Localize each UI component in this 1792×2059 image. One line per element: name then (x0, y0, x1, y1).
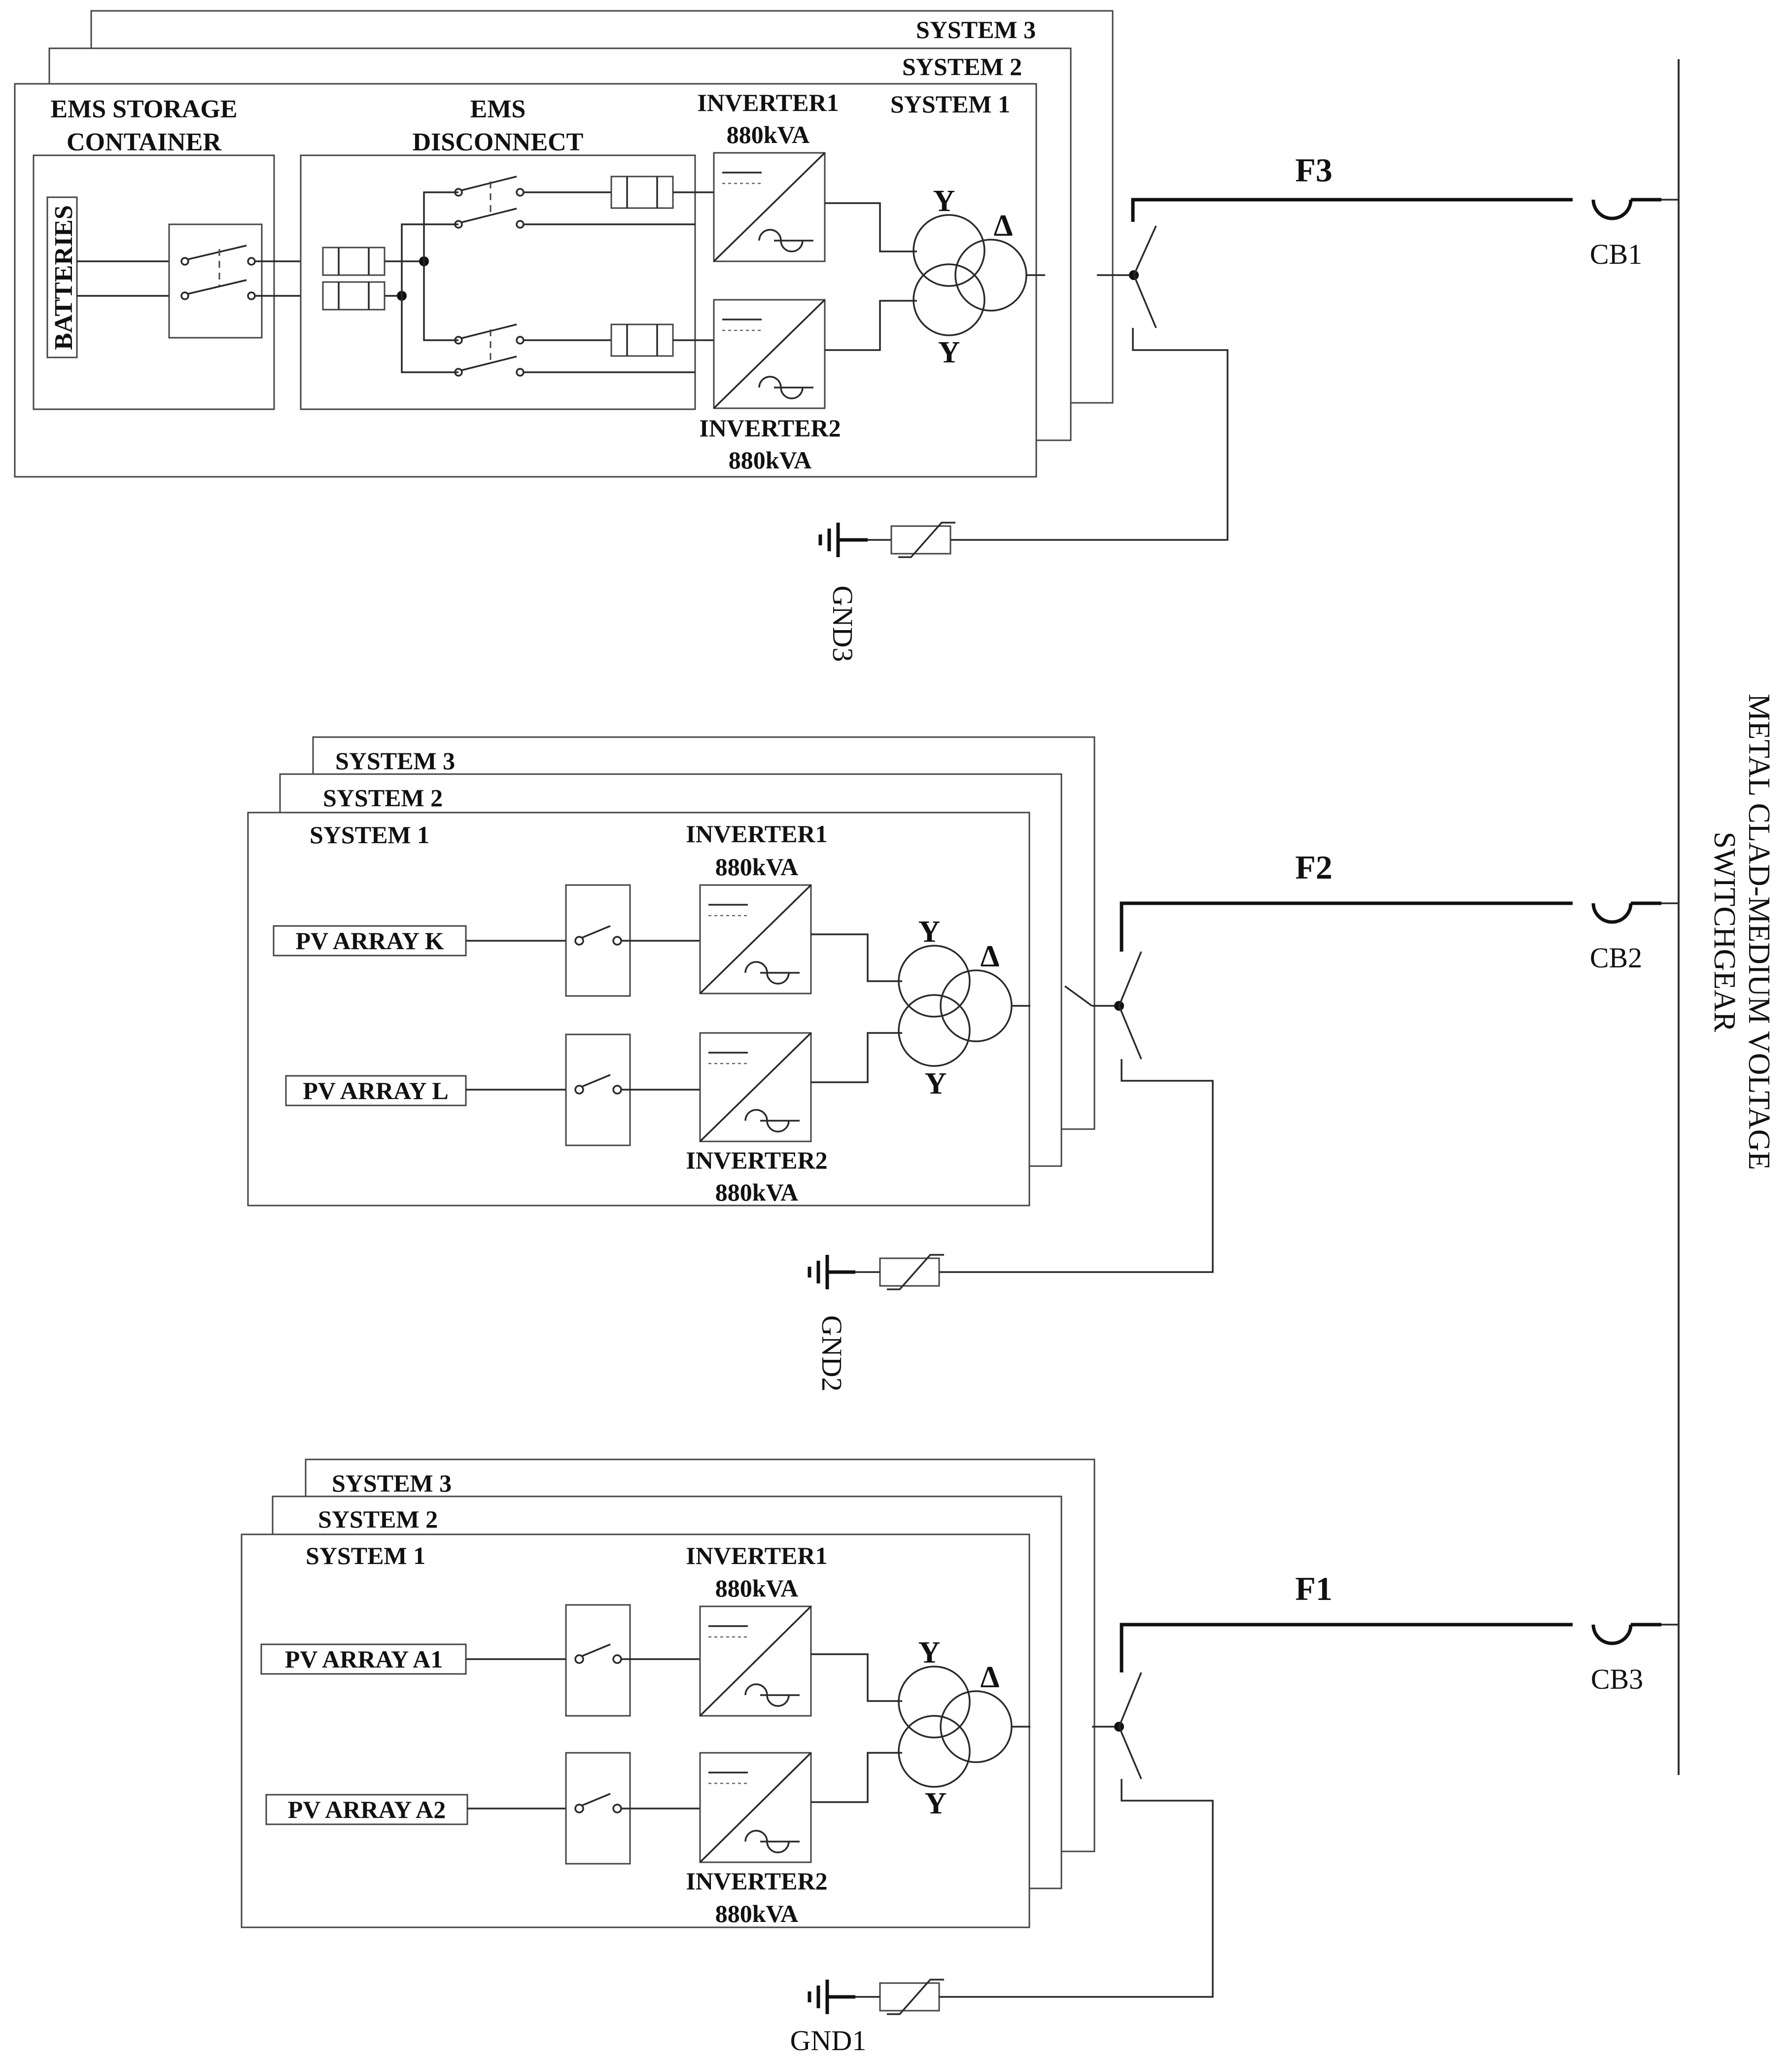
f3-storage-label-2: CONTAINER (67, 128, 222, 156)
switchgear-label-line2: SWITCHGEAR (1708, 832, 1741, 1032)
f2-disconnect-bottom (565, 1033, 631, 1146)
f3-feeder-label: F3 (1295, 151, 1333, 189)
f3-storage-label-1: EMS STORAGE (50, 95, 237, 123)
f2-system1-label: SYSTEM 1 (310, 821, 429, 849)
f2-inv2-rating: 880kVA (715, 1178, 799, 1206)
f1-system3-label: SYSTEM 3 (332, 1469, 452, 1497)
f2-delta: Δ (981, 940, 1000, 973)
f1-wye-bottom: Y (925, 1787, 947, 1820)
f3-inv2-fuse (610, 323, 674, 357)
f3-surge-arrester (890, 522, 955, 558)
f3-inv1-label: INVERTER1 (697, 89, 839, 116)
f1-wye-top: Y (918, 1636, 941, 1669)
gnd1-ground-icon (808, 1980, 855, 2014)
cb3-breaker-symbol (1591, 1624, 1633, 1645)
f3-wye-top: Y (933, 184, 955, 218)
f2-switch-blade-lower (1118, 1005, 1142, 1060)
f3-inv1-rating: 880kVA (727, 121, 810, 148)
f2-wye-bottom: Y (925, 1067, 947, 1100)
f2-surge-arrester (879, 1254, 944, 1290)
f3-wye-bottom: Y (938, 336, 960, 369)
f3-inverter2 (713, 299, 826, 409)
f3-disconnect-label-2: DISCONNECT (413, 128, 584, 156)
f2-inv1-rating: 880kVA (715, 853, 799, 881)
f2-inv1-label: INVERTER1 (686, 820, 827, 848)
feeder-f1-group: SYSTEM 3 SYSTEM 2 SYSTEM 1 PV ARRAY A1 P… (241, 1458, 1679, 2057)
f1-switch-blade-lower (1118, 1726, 1142, 1779)
gnd1-label: GND1 (790, 2024, 867, 2057)
cb2-label: CB2 (1590, 942, 1642, 974)
f3-batteries-label: BATTERIES (50, 205, 78, 350)
f1-system1-frame (241, 1533, 1030, 1928)
f3-ground-lead (960, 328, 1229, 541)
f3-transformer (913, 214, 1027, 336)
f3-switch-blade-lower (1133, 275, 1157, 328)
f2-array-bottom-box (285, 1075, 467, 1106)
f2-inverter2 (699, 1032, 812, 1142)
switchgear-label-line1: METAL CLAD-MEDIUM VOLTAGE (1742, 694, 1776, 1170)
f3-delta: Δ (994, 209, 1013, 243)
f1-inv1-label: INVERTER1 (686, 1542, 827, 1569)
f3-fuse-1 (322, 247, 386, 276)
f1-array-top-label: PV ARRAY A1 (285, 1645, 443, 1673)
f3-inv2-rating: 880kVA (729, 446, 812, 474)
f2-wye-top: Y (918, 915, 941, 949)
f2-disconnect-top (565, 884, 631, 997)
feeder-f3-group: SYSTEM 3 SYSTEM 2 SYSTEM 1 EMS STORAGE C… (14, 10, 1679, 662)
f1-feeder-line (1120, 1623, 1573, 1672)
f3-inv1-fuse (610, 176, 674, 209)
f1-system1-label: SYSTEM 1 (306, 1542, 425, 1569)
f3-disconnect-label-1: EMS (470, 95, 526, 123)
gnd3-label: GND3 (827, 586, 859, 662)
f1-inverter1 (699, 1605, 812, 1717)
f3-system3-label: SYSTEM 3 (916, 16, 1036, 43)
f2-array-top-label: PV ARRAY K (296, 927, 444, 955)
f2-inverter1 (699, 884, 812, 994)
f1-ground-lead (949, 1779, 1214, 1998)
gnd2-ground-icon (808, 1255, 855, 1289)
f1-feeder-label: F1 (1295, 1570, 1333, 1607)
f2-system1-frame (247, 812, 1030, 1207)
f2-system3-label: SYSTEM 3 (335, 747, 455, 775)
f2-switch-blade-upper (1118, 951, 1142, 1006)
f1-inv2-label: INVERTER2 (686, 1867, 827, 1895)
f1-surge-arrester (879, 1979, 944, 2015)
f3-switch-blade-upper (1133, 225, 1157, 276)
f1-disconnect-top (565, 1604, 631, 1717)
f2-array-bottom-label: PV ARRAY L (303, 1077, 448, 1104)
f1-inverter2 (699, 1752, 812, 1863)
f3-inverter1 (713, 152, 826, 262)
f2-inv2-label: INVERTER2 (686, 1146, 827, 1174)
cb1-label: CB1 (1590, 238, 1642, 270)
f1-array-bottom-label: PV ARRAY A2 (288, 1796, 446, 1823)
gnd2-label: GND2 (816, 1315, 848, 1392)
f3-system1-label: SYSTEM 1 (890, 90, 1010, 118)
f3-feeder-line (1131, 198, 1573, 222)
cb2-breaker-symbol (1591, 903, 1633, 924)
f3-fuse-2 (322, 281, 386, 311)
f3-battery-switch-box (168, 223, 263, 339)
f1-system2-label: SYSTEM 2 (318, 1505, 438, 1533)
f2-system2-label: SYSTEM 2 (323, 784, 443, 812)
cb1-breaker-symbol (1591, 199, 1633, 220)
f3-system2-label: SYSTEM 2 (902, 53, 1022, 80)
f2-feeder-line (1120, 901, 1573, 952)
f2-array-top-box (273, 925, 467, 957)
f3-inv2-label: INVERTER2 (699, 414, 841, 442)
cb3-label: CB3 (1591, 1663, 1643, 1695)
feeder-f2-group: SYSTEM 3 SYSTEM 2 SYSTEM 1 PV ARRAY K PV… (247, 736, 1679, 1392)
f1-delta: Δ (981, 1661, 1000, 1694)
f1-inv2-rating: 880kVA (715, 1900, 799, 1927)
f1-array-bottom-box (265, 1794, 468, 1825)
f1-switch-blade-upper (1118, 1672, 1142, 1727)
gnd3-ground-icon (818, 523, 868, 557)
f3-batteries-box (46, 196, 78, 358)
f2-feeder-label: F2 (1295, 849, 1333, 886)
f1-inv1-rating: 880kVA (715, 1574, 799, 1602)
f2-ground-lead (949, 1059, 1214, 1273)
